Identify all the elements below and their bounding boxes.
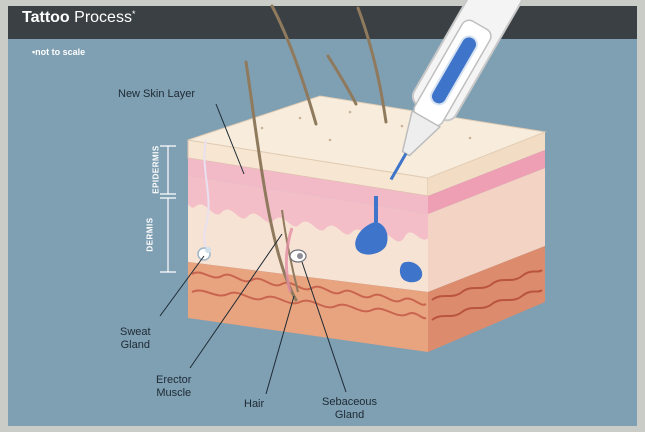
sweat-gland-coil bbox=[205, 247, 211, 253]
label-sebaceous-gland: Sebaceous Gland bbox=[322, 396, 377, 422]
sebaceous-gland-core bbox=[297, 253, 303, 259]
label-line: Erector bbox=[156, 374, 191, 387]
dermis-bracket bbox=[160, 198, 176, 272]
pore bbox=[329, 139, 332, 142]
label-sweat-gland: Sweat Gland bbox=[120, 326, 151, 352]
label-hair: Hair bbox=[244, 398, 264, 411]
label-line: Sweat bbox=[120, 326, 151, 339]
label-dermis: DERMIS bbox=[146, 205, 155, 265]
epidermis-bracket bbox=[160, 146, 176, 194]
hair-strand bbox=[328, 56, 356, 104]
pore bbox=[401, 125, 404, 128]
pore bbox=[469, 137, 472, 140]
label-epidermis: EPIDERMIS bbox=[152, 140, 161, 200]
pore bbox=[349, 111, 352, 114]
label-erector-muscle: Erector Muscle bbox=[156, 374, 191, 400]
label-line: Sebaceous bbox=[322, 396, 377, 409]
label-line: Muscle bbox=[156, 387, 191, 400]
pore bbox=[261, 127, 264, 130]
label-line: Gland bbox=[120, 339, 151, 352]
pore bbox=[299, 117, 302, 120]
label-line: Gland bbox=[322, 409, 377, 422]
label-new-skin-layer: New Skin Layer bbox=[118, 88, 195, 101]
